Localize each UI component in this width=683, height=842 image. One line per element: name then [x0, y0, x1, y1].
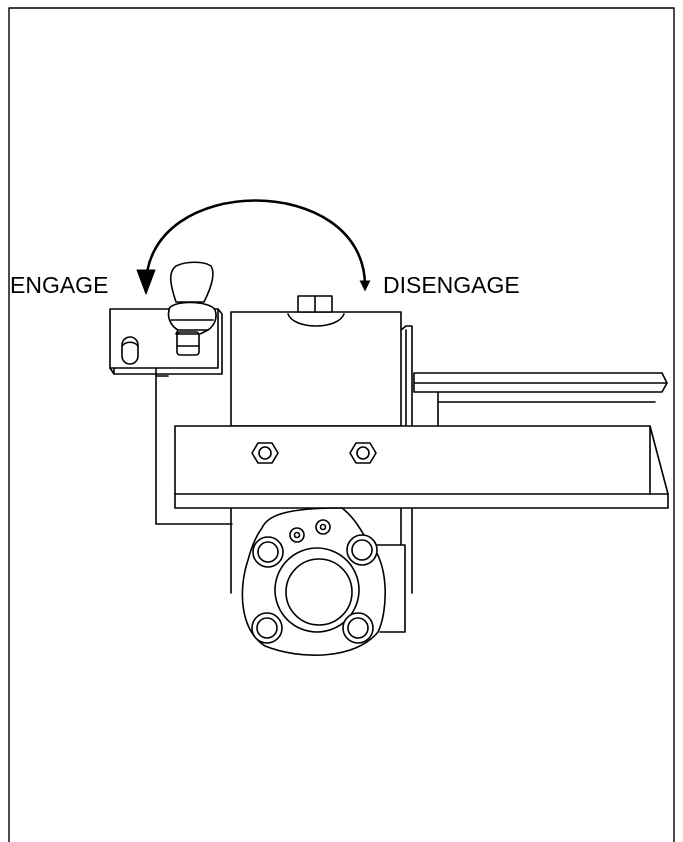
engage-lever-handle: [167, 261, 217, 356]
flange-bolt-lower-left: [251, 612, 283, 644]
disengage-label: DISENGAGE: [383, 272, 520, 298]
upper-rail: [413, 372, 668, 427]
flange-bolt-lower-right: [342, 612, 374, 644]
page-frame: [8, 7, 675, 842]
flange-bolt-upper-left: [252, 536, 284, 568]
plate-slot: [121, 336, 139, 365]
rotation-arrow-head-engage: [136, 269, 156, 295]
rotation-arrow: [144, 199, 371, 292]
beam-nut-left: [251, 442, 279, 464]
beam-nut-right: [349, 442, 377, 464]
engage-label: ENGAGE: [10, 272, 108, 298]
main-beam: [174, 425, 669, 509]
top-bolt: [287, 295, 345, 327]
grease-fitting-right: [315, 519, 331, 535]
flange-bolt-upper-right: [346, 534, 378, 566]
grease-fitting-left: [289, 527, 305, 543]
